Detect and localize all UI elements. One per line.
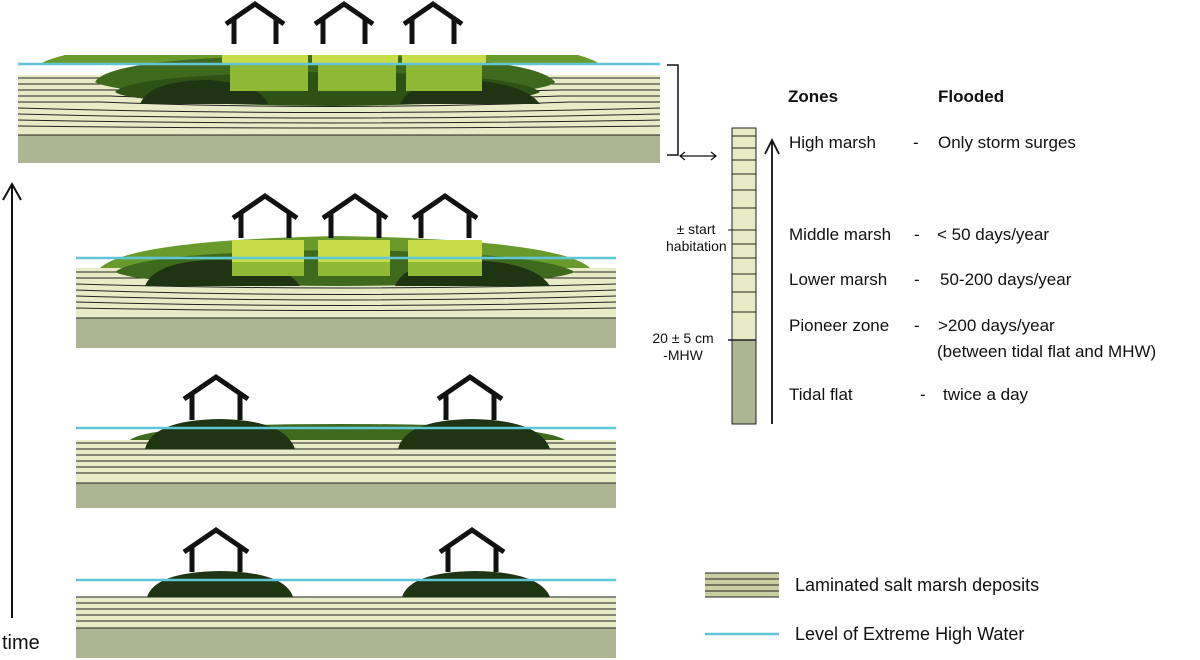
zone-arrow-icon bbox=[764, 137, 780, 424]
zone-name: Middle marsh bbox=[789, 225, 892, 244]
house-icon bbox=[224, 0, 286, 44]
zone-dash: - bbox=[914, 270, 920, 289]
start-habitation-line-1: ± start bbox=[676, 221, 716, 237]
column-ticks bbox=[728, 135, 756, 341]
legend-water-label: Level of Extreme High Water bbox=[795, 624, 1025, 644]
dwelling-mound-right bbox=[398, 419, 550, 449]
zone-flooded: < 50 days/year bbox=[937, 225, 1049, 244]
house-icon bbox=[182, 373, 250, 420]
zone-dash: - bbox=[914, 225, 920, 244]
zone-name: Pioneer zone bbox=[789, 316, 890, 335]
stage-1-panel bbox=[76, 526, 616, 658]
time-arrow-icon bbox=[2, 181, 22, 618]
house-icon bbox=[313, 0, 375, 44]
zone-flooded: Only storm surges bbox=[938, 133, 1076, 152]
mhw-line-1: 20 ± 5 cm bbox=[652, 330, 714, 346]
house-icon bbox=[231, 192, 299, 238]
house-icon bbox=[411, 192, 479, 238]
stage-3-panel bbox=[76, 192, 616, 348]
house-icon bbox=[438, 526, 506, 572]
time-label: time bbox=[2, 632, 40, 654]
house-icon bbox=[321, 192, 389, 238]
start-habitation-line-2: habitation bbox=[666, 238, 727, 254]
mhw-line-2: -MHW bbox=[663, 347, 703, 363]
dwelling-mound-left bbox=[145, 419, 295, 449]
zone-flooded: >200 days/year bbox=[938, 316, 1055, 335]
zone-name: Lower marsh bbox=[789, 270, 888, 289]
start-habitation-label: ± start habitation bbox=[666, 221, 727, 255]
stage-4-panel bbox=[18, 0, 660, 163]
zone-dash: - bbox=[914, 316, 920, 335]
flooded-header: Flooded bbox=[938, 87, 1005, 106]
zone-dash: - bbox=[913, 133, 919, 152]
zones-header: Zones bbox=[788, 87, 839, 106]
double-arrow-icon bbox=[679, 151, 717, 161]
zone-flooded: twice a day bbox=[943, 385, 1029, 404]
zone-name: Tidal flat bbox=[789, 385, 853, 404]
section-bracket bbox=[667, 64, 679, 156]
dwelling-mound-right bbox=[402, 571, 550, 597]
zone-flooded: 50-200 days/year bbox=[940, 270, 1072, 289]
zone-note: (between tidal flat and MHW) bbox=[937, 342, 1157, 361]
stage-2-panel bbox=[76, 373, 616, 508]
dwelling-mound-left bbox=[147, 571, 293, 597]
zone-name: High marsh bbox=[789, 133, 876, 152]
zone-dash: - bbox=[920, 385, 926, 404]
house-icon bbox=[436, 373, 504, 420]
sediment-column bbox=[728, 127, 757, 425]
mhw-label: 20 ± 5 cm -MHW bbox=[640, 330, 726, 364]
house-icon bbox=[402, 0, 464, 44]
legend-deposits-label: Laminated salt marsh deposits bbox=[795, 575, 1040, 595]
house-icon bbox=[182, 526, 250, 572]
laminated-deposits-swatch bbox=[705, 572, 779, 598]
